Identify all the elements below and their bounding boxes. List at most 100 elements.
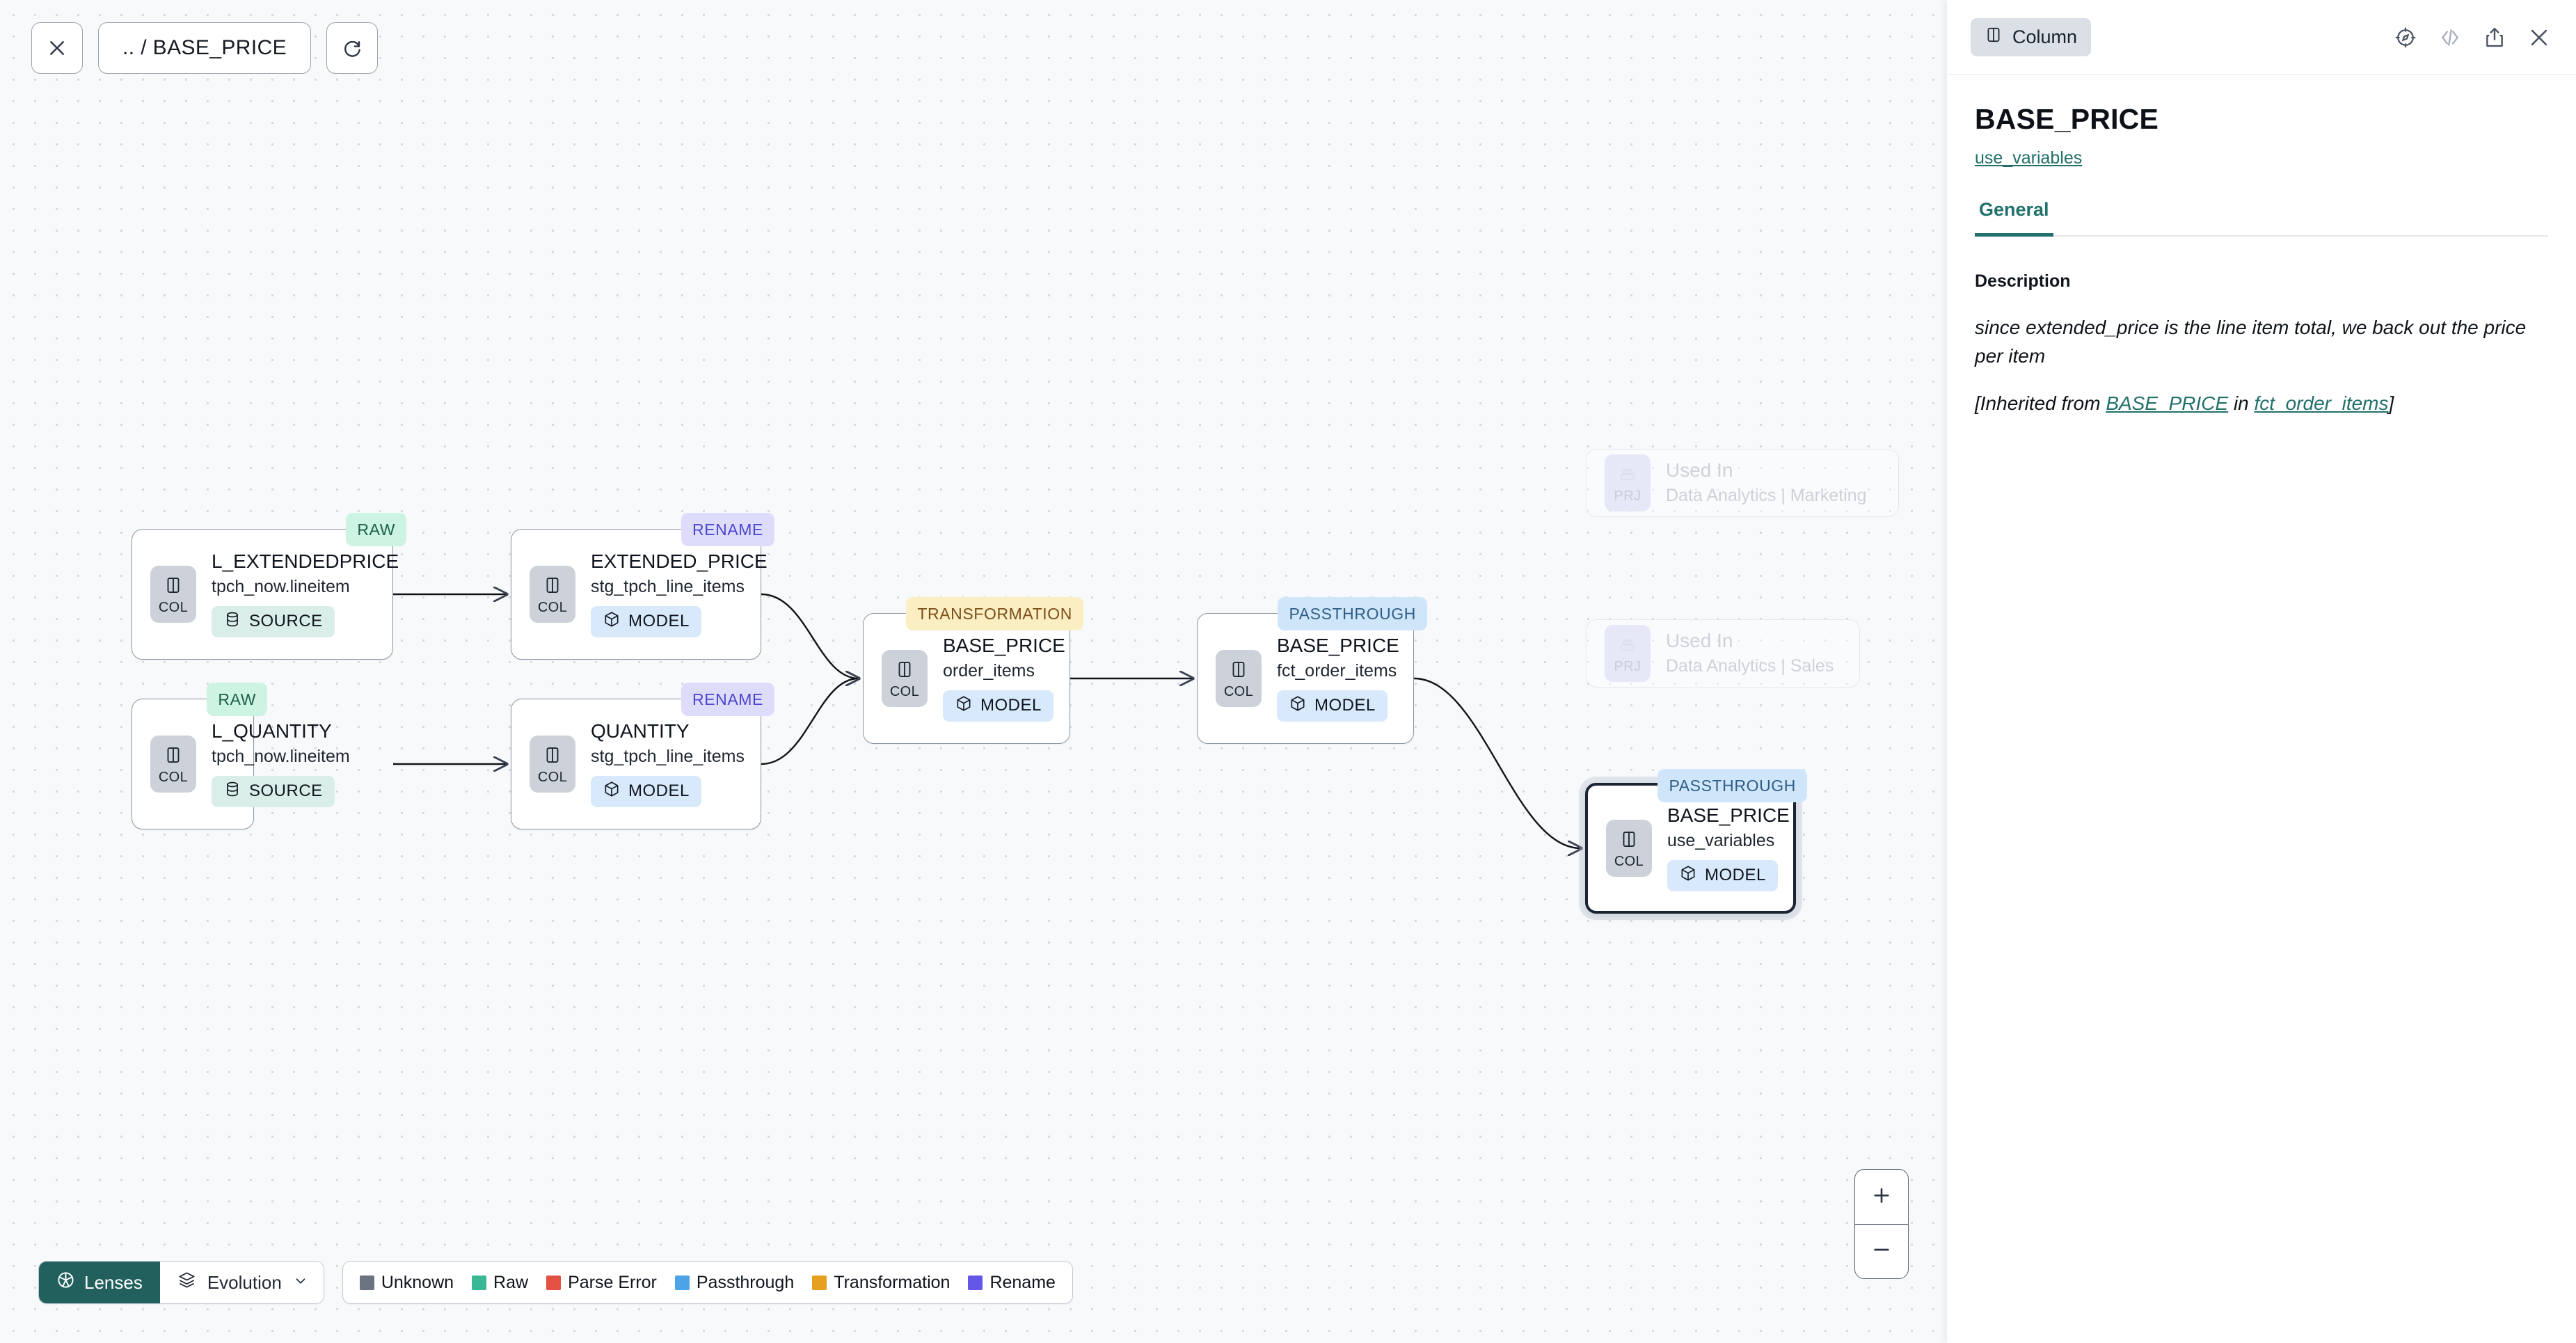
plus-icon xyxy=(1870,1184,1893,1210)
evolution-dropdown[interactable]: Evolution xyxy=(159,1262,324,1303)
node-tag-passthrough: PASSTHROUGH xyxy=(1278,597,1427,630)
node-subtitle: Data Analytics | Sales xyxy=(1666,656,1834,676)
node-subtitle: use_variables xyxy=(1667,831,1775,851)
database-icon xyxy=(223,610,241,633)
cube-icon xyxy=(603,780,621,803)
aperture-icon xyxy=(56,1271,75,1294)
cube-icon xyxy=(1289,694,1307,717)
legend-item-rename[interactable]: Rename xyxy=(968,1273,1056,1293)
node-type-label: COL xyxy=(537,769,568,785)
breadcrumb[interactable]: .. / BASE_PRICE xyxy=(98,22,312,74)
details-panel: Column xyxy=(1947,0,2576,1343)
legend-item-raw[interactable]: Raw xyxy=(472,1273,528,1293)
panel-tabs: General xyxy=(1975,199,2548,237)
node-type-label: COL xyxy=(537,599,568,615)
node-type-label: COL xyxy=(889,683,920,699)
node-subtitle: stg_tpch_line_items xyxy=(591,577,745,597)
inherited-column-link[interactable]: BASE_PRICE xyxy=(2106,392,2229,415)
node-kind-label: MODEL xyxy=(1705,866,1766,885)
node-type-chip: COL xyxy=(150,736,196,793)
legend-label: Passthrough xyxy=(696,1272,795,1292)
project-icon xyxy=(1617,634,1638,658)
chevron-down-icon xyxy=(293,1272,308,1294)
parent-model-link[interactable]: use_variables xyxy=(1975,148,2083,168)
inherited-model-link[interactable]: fct_order_items xyxy=(2254,392,2389,415)
node-title: Used In xyxy=(1666,630,1733,652)
node-subtitle: order_items xyxy=(943,661,1035,681)
share-icon[interactable] xyxy=(2483,26,2506,49)
legend-swatch xyxy=(674,1275,690,1290)
node-tag-passthrough: PASSTHROUGH xyxy=(1657,769,1807,802)
lenses-button[interactable]: Lenses xyxy=(39,1262,160,1303)
column-icon xyxy=(163,745,184,769)
lineage-node-used_in_sales[interactable]: PRJ Used In Data Analytics | Sales xyxy=(1586,619,1860,688)
legend-swatch xyxy=(968,1275,983,1290)
close-graph-button[interactable] xyxy=(31,22,83,74)
legend-label: Parse Error xyxy=(568,1272,657,1292)
node-title: L_EXTENDEDPRICE xyxy=(212,550,399,573)
evolution-label: Evolution xyxy=(207,1271,282,1293)
node-subtitle: stg_tpch_line_items xyxy=(591,747,745,767)
legend-swatch xyxy=(359,1275,374,1290)
code-icon[interactable] xyxy=(2438,26,2462,49)
node-kind-label: SOURCE xyxy=(249,781,323,801)
canvas-toolbar: .. / BASE_PRICE xyxy=(31,22,379,74)
node-kind-badge: MODEL xyxy=(591,775,701,807)
node-type-label: PRJ xyxy=(1614,658,1641,674)
tab-general[interactable]: General xyxy=(1975,199,2053,237)
description-label: Description xyxy=(1975,271,2071,291)
column-icon xyxy=(163,575,184,599)
legend-label: Transformation xyxy=(834,1272,951,1292)
layers-icon xyxy=(177,1271,196,1294)
refresh-button[interactable] xyxy=(326,22,379,74)
legend-item-transformation[interactable]: Transformation xyxy=(812,1273,950,1293)
bottom-toolbar: Lenses Evolution xyxy=(38,1261,1073,1304)
project-icon xyxy=(1617,463,1638,488)
column-icon xyxy=(1619,829,1639,853)
node-kind-badge: MODEL xyxy=(1667,859,1778,891)
object-type-chip[interactable]: Column xyxy=(1971,18,2092,56)
compass-icon[interactable] xyxy=(2394,26,2417,49)
node-type-chip: COL xyxy=(1606,820,1652,877)
zoom-in-button[interactable] xyxy=(1855,1170,1908,1224)
node-type-chip: COL xyxy=(150,566,196,623)
cube-icon xyxy=(603,610,621,633)
details-panel-header: Column xyxy=(1947,0,2576,75)
lens-control-group: Lenses Evolution xyxy=(38,1261,324,1304)
zoom-out-button[interactable] xyxy=(1855,1224,1908,1278)
node-kind-badge: SOURCE xyxy=(212,605,335,637)
object-type-label: Column xyxy=(2012,26,2078,47)
node-inner: PRJ Used In Data Analytics | Sales xyxy=(1587,620,1859,687)
column-icon xyxy=(1228,659,1249,683)
node-type-chip: COL xyxy=(530,566,575,623)
legend-label: Rename xyxy=(989,1272,1056,1292)
legend-label: Raw xyxy=(493,1272,529,1292)
legend-item-passthrough[interactable]: Passthrough xyxy=(674,1272,795,1293)
close-icon[interactable] xyxy=(2527,26,2551,49)
node-type-label: COL xyxy=(158,769,189,785)
legend-item-unknown[interactable]: Unknown xyxy=(359,1273,454,1293)
legend-item-parse-error[interactable]: Parse Error xyxy=(546,1273,657,1293)
node-tag-raw: RAW xyxy=(346,513,406,546)
zoom-controls xyxy=(1854,1169,1909,1279)
node-type-chip: PRJ xyxy=(1605,625,1651,682)
close-icon xyxy=(47,38,67,58)
